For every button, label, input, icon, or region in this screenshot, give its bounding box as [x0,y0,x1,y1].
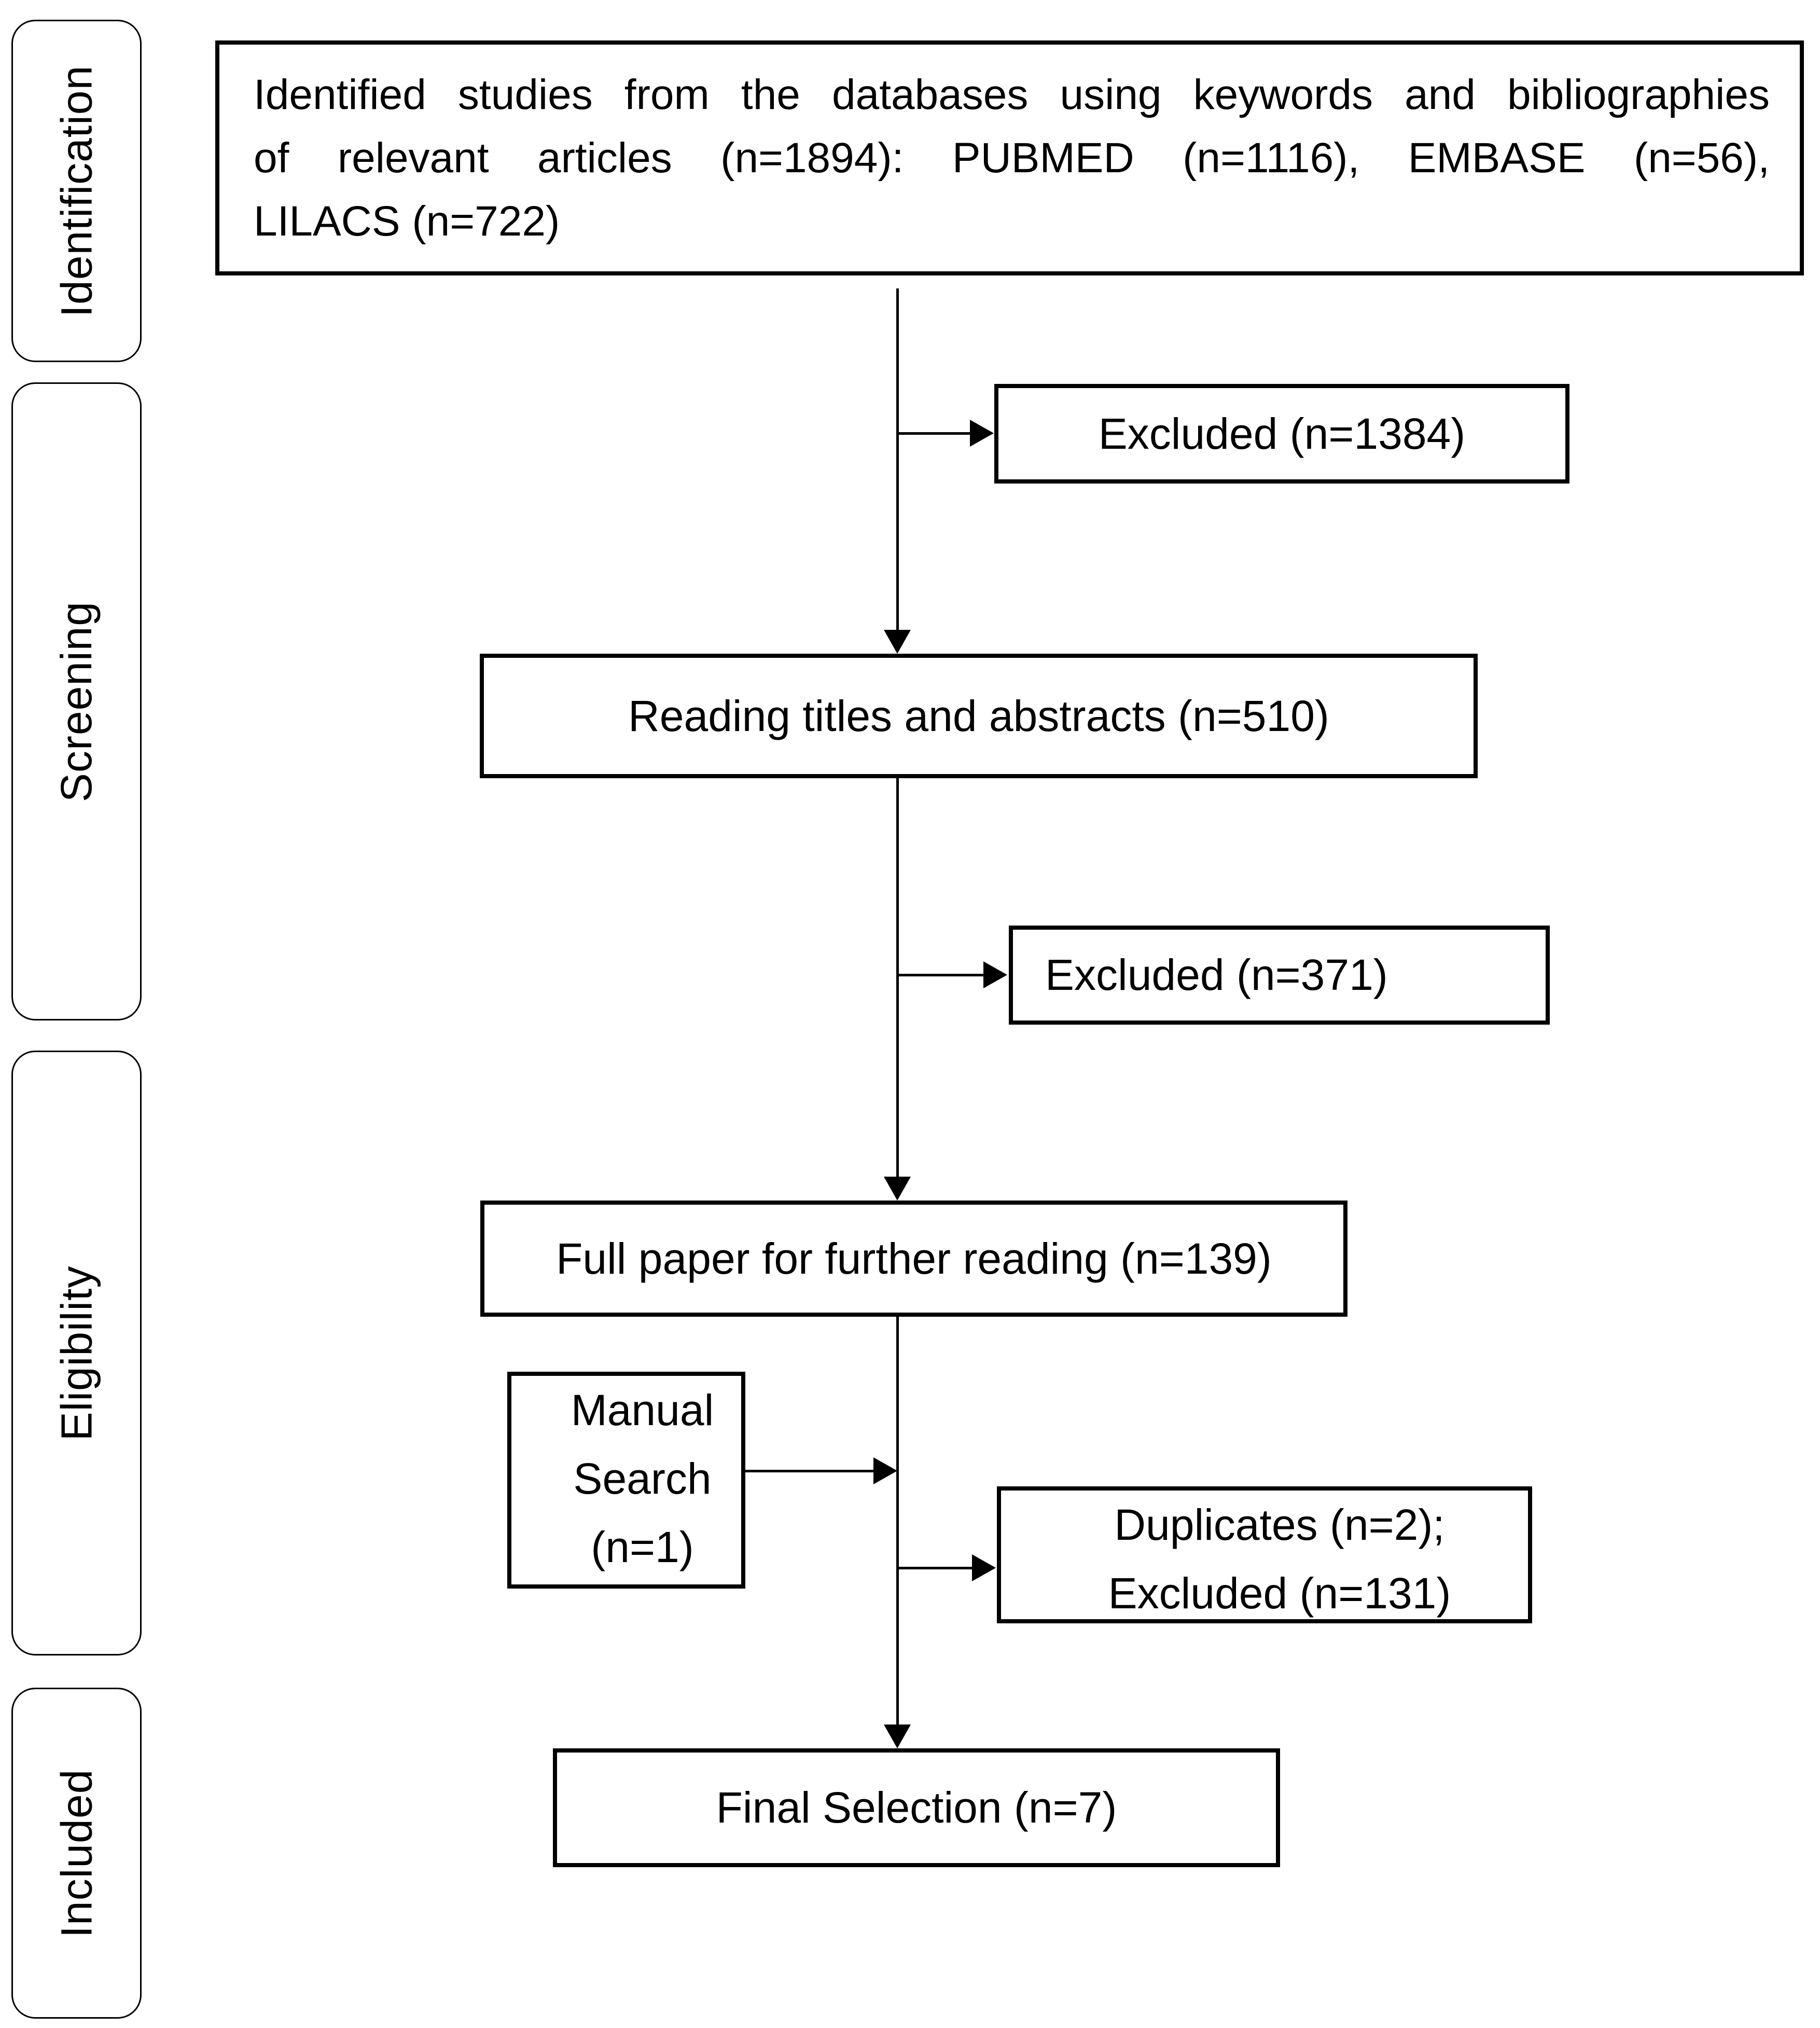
identified-studies-line-2: of relevant articles (n=1894): PUBMED (n… [254,134,1770,182]
excluded-1384-box: Excluded (n=1384) [994,384,1569,484]
full-paper-label: Full paper for further reading (n=139) [556,1234,1272,1283]
arrow-branch-duplicates-head-icon [972,1554,996,1581]
stage-eligibility: Eligibility [11,1051,142,1655]
arrow-fullpaper-to-final-line [896,1317,899,1725]
arrow-identified-to-reading-head-icon [884,630,911,654]
arrow-identified-to-reading-line [896,288,899,630]
stage-identification-label: Identification [52,65,101,317]
manual-search-line-2: Search [573,1454,712,1503]
manual-search-box: Manual Search (n=1) [507,1372,745,1589]
full-paper-box: Full paper for further reading (n=139) [480,1201,1347,1317]
arrow-fullpaper-to-final-head-icon [884,1725,911,1748]
arrow-branch-excluded-1384-line [897,432,970,435]
duplicates-excluded-box: Duplicates (n=2); Excluded (n=131) [997,1486,1532,1623]
reading-titles-label: Reading titles and abstracts (n=510) [628,691,1329,740]
arrow-branch-duplicates-line [897,1567,972,1569]
reading-titles-box: Reading titles and abstracts (n=510) [480,654,1478,778]
manual-search-line-3: (n=1) [591,1523,694,1571]
stage-included: Included [11,1688,142,2019]
final-selection-label: Final Selection (n=7) [716,1783,1117,1832]
duplicates-line: Duplicates (n=2); [1114,1500,1445,1549]
identified-studies-box: Identified studies from the databases us… [215,40,1804,275]
manual-search-line-1: Manual [571,1386,714,1434]
arrow-branch-excluded-371-head-icon [983,961,1007,988]
stage-eligibility-label: Eligibility [52,1265,101,1441]
excluded-371-label: Excluded (n=371) [1045,950,1388,1000]
stage-identification: Identification [11,20,142,362]
arrow-branch-excluded-1384-head-icon [970,420,994,447]
excluded-371-box: Excluded (n=371) [1009,926,1550,1025]
stage-screening: Screening [11,382,142,1020]
arrow-reading-to-fullpaper-line [896,778,899,1177]
excluded-131-line: Excluded (n=131) [1108,1569,1451,1618]
stage-screening-label: Screening [52,601,101,802]
arrow-branch-excluded-371-line [897,974,983,976]
arrow-manual-to-stem-line [745,1470,873,1472]
identified-studies-line-1: Identified studies from the databases us… [254,71,1770,118]
arrow-reading-to-fullpaper-head-icon [884,1177,911,1201]
final-selection-box: Final Selection (n=7) [553,1748,1280,1867]
identified-studies-line-3: LILACS (n=722) [254,198,560,245]
excluded-1384-label: Excluded (n=1384) [1098,409,1466,458]
arrow-manual-to-stem-head-icon [873,1457,897,1484]
stage-included-label: Included [52,1769,101,1938]
